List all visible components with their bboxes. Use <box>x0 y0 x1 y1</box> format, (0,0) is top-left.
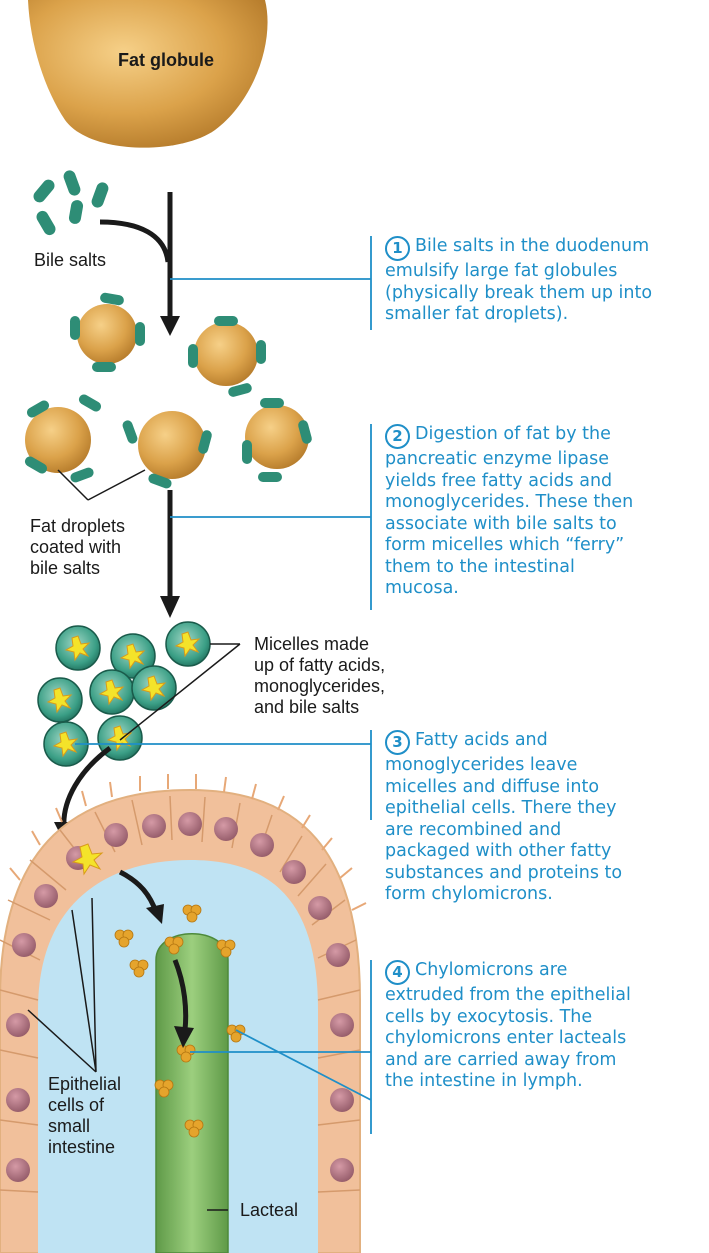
arrowhead <box>160 596 180 618</box>
fat-globule-label: Fat globule <box>118 50 214 71</box>
fat-globule <box>28 0 268 148</box>
step-text-2: Digestion of fat by the pancreatic enzym… <box>385 424 633 598</box>
step-number-4: 4 <box>385 960 410 985</box>
lacteal-label: Lacteal <box>240 1200 298 1221</box>
intestinal-villus <box>0 760 366 1253</box>
epithelial-label: Epithelial cells of small intestine <box>48 1074 121 1158</box>
step-number-1: 1 <box>385 236 410 261</box>
bile-salts-label: Bile salts <box>34 250 106 271</box>
fat-droplets-label: Fat droplets coated with bile salts <box>30 516 125 579</box>
step-text-1: Bile salts in the duodenum emulsify larg… <box>385 236 652 324</box>
bile-salts <box>31 169 110 238</box>
arrow-bile-join <box>100 222 168 262</box>
micelles-label: Micelles made up of fatty acids, monogly… <box>254 634 385 718</box>
arrowhead <box>160 316 180 336</box>
step-number-3: 3 <box>385 730 410 755</box>
step-text-3: Fatty acids and monoglycerides leave mic… <box>385 730 622 904</box>
step-number-2: 2 <box>385 424 410 449</box>
droplet-pointer <box>58 470 145 500</box>
step-text-4: Chylomicrons are extruded from the epith… <box>385 960 631 1091</box>
